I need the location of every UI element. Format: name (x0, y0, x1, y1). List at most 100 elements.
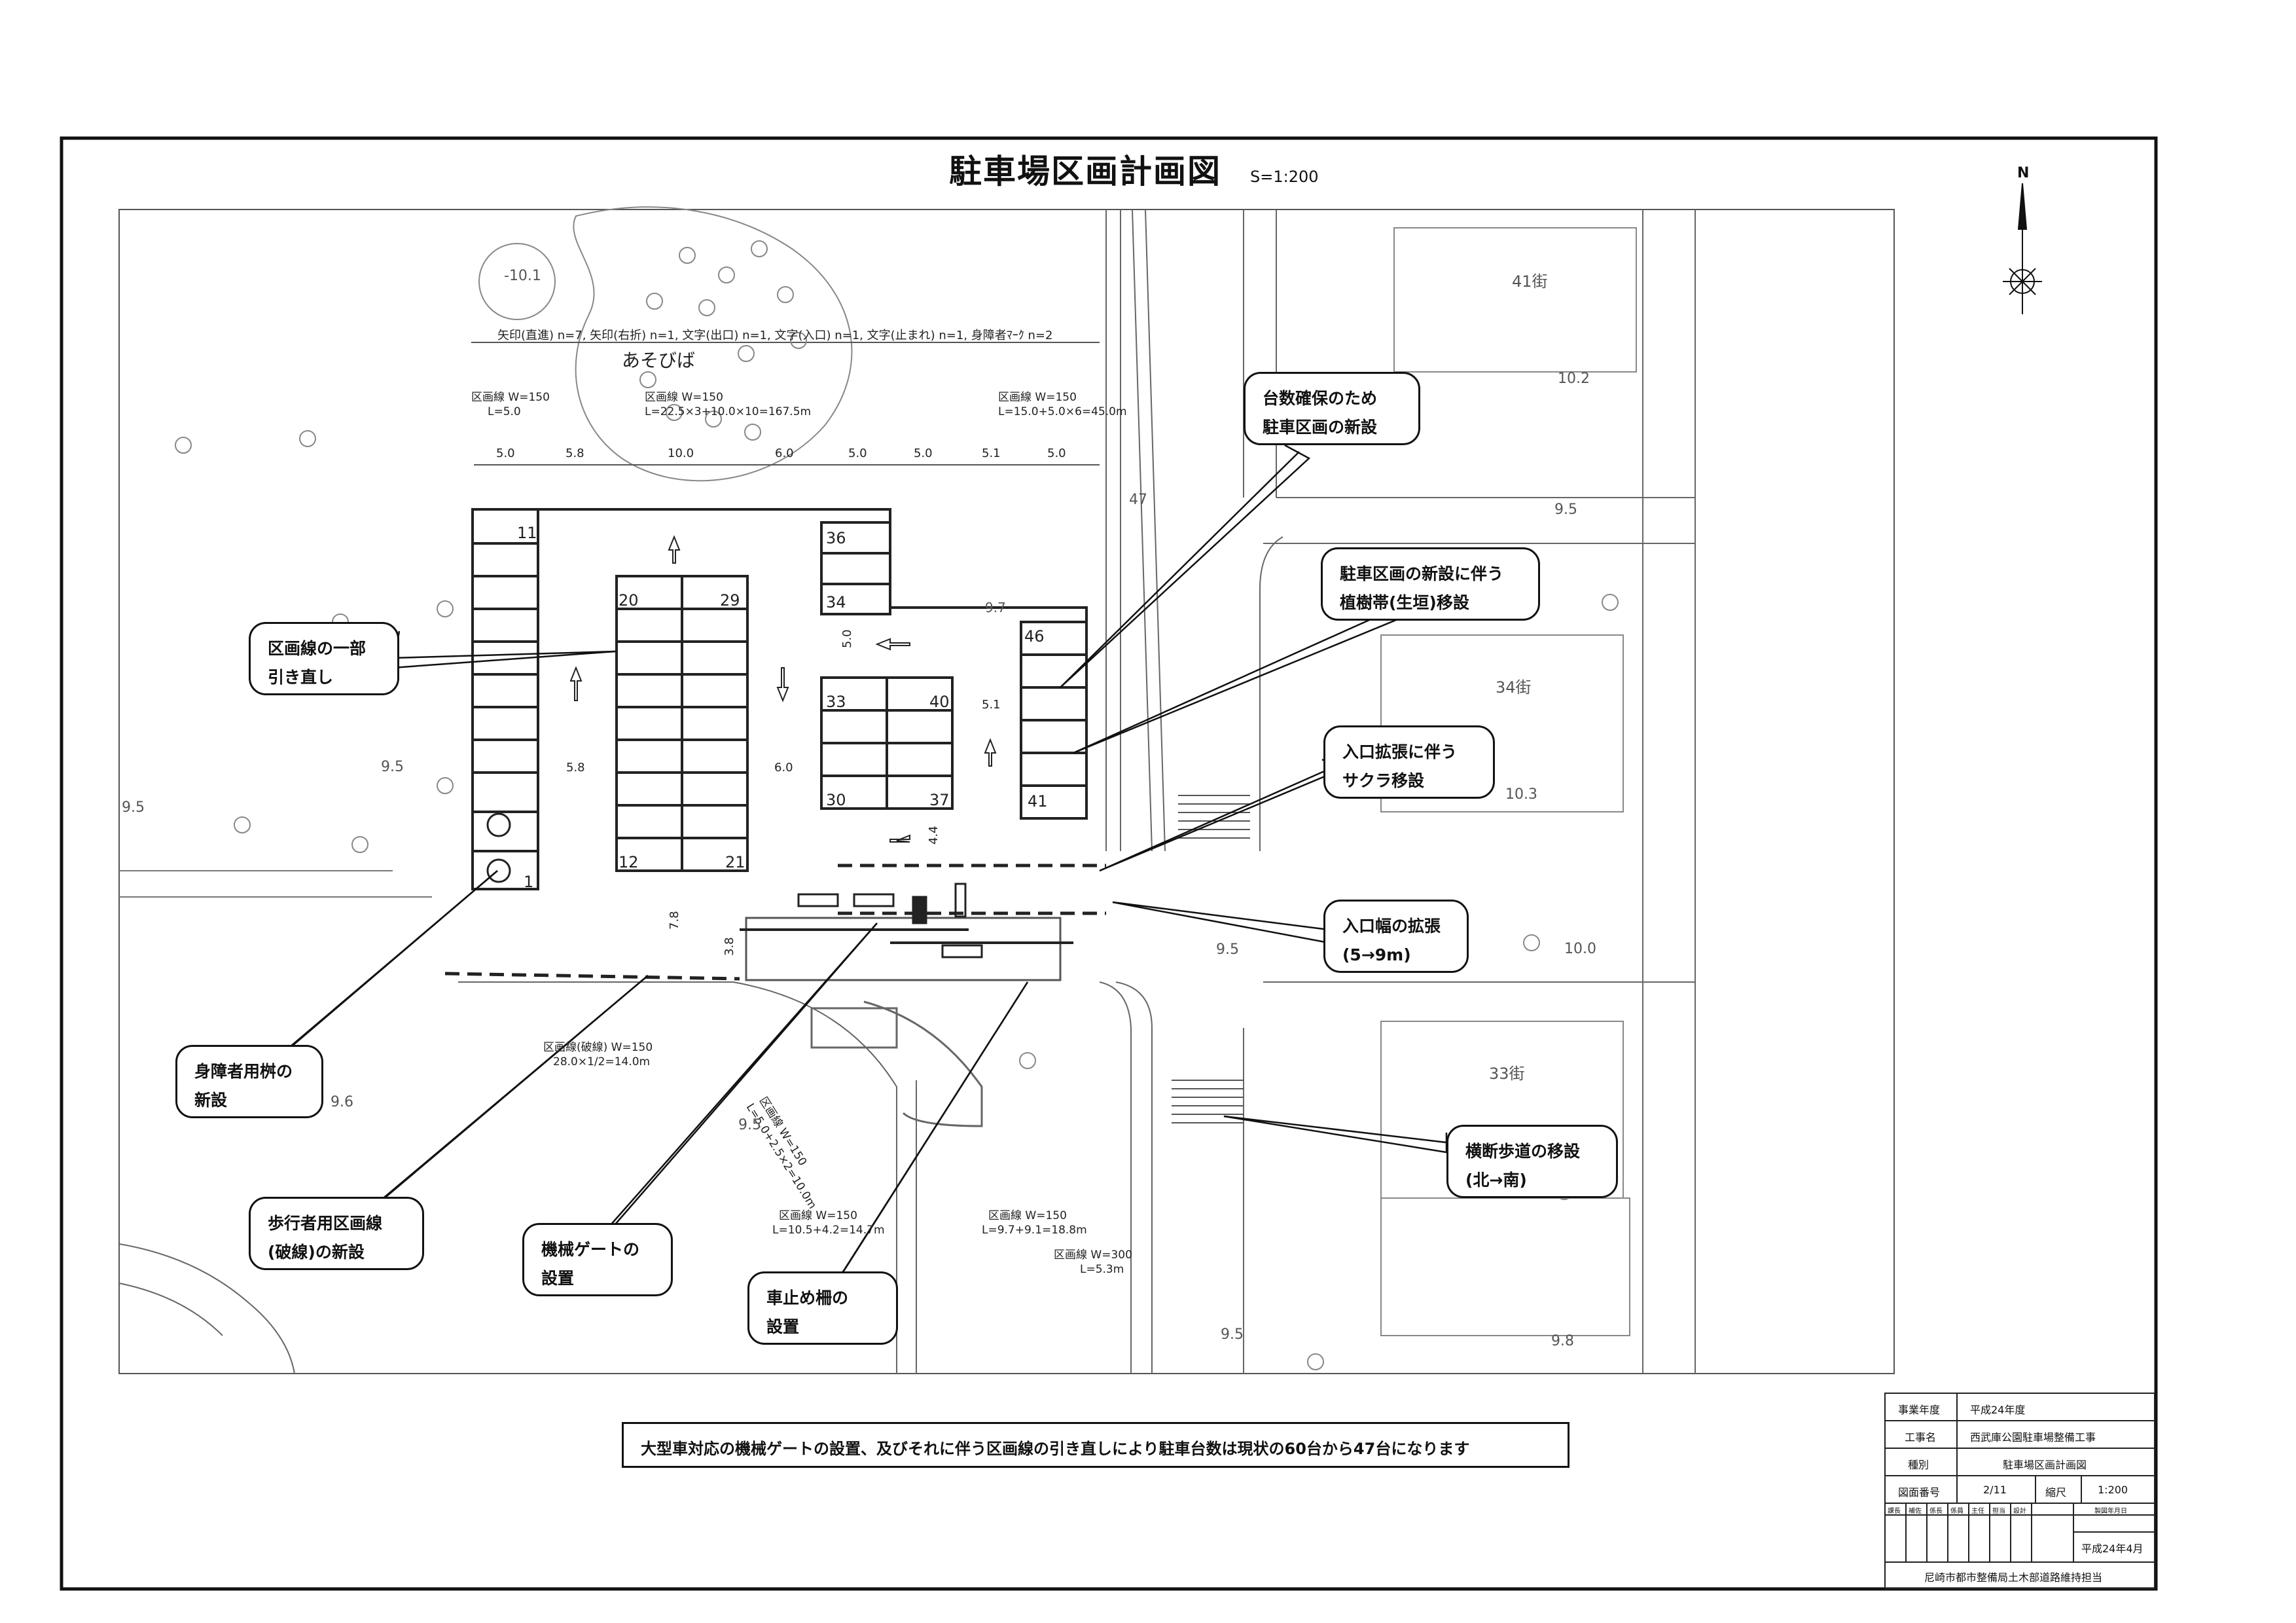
dim-5-0-v: 5.0 (840, 629, 854, 648)
tb-stamp-5: 主任 (1971, 1508, 1984, 1515)
stall-no-30: 30 (826, 791, 846, 809)
arrows-note: 矢印(直進) n=7, 矢印(右折) n=1, 文字(出口) n=1, 文字(入… (497, 329, 1052, 342)
stall-no-41: 41 (1028, 792, 1048, 811)
tb-stamp-3: 係長 (1929, 1508, 1943, 1515)
stall-no-46: 46 (1024, 627, 1045, 646)
stall-no-34: 34 (826, 593, 846, 611)
tb-stamp-2: 補佐 (1909, 1508, 1922, 1515)
tb-name-label: 工事名 (1905, 1431, 1937, 1444)
tb-year-label: 事業年度 (1898, 1404, 1941, 1416)
tb-stamp-7: 設計 (2013, 1508, 2026, 1515)
tb-type: 駐車場区画計画図 (2003, 1459, 2087, 1471)
stall-no-1: 1 (524, 873, 533, 891)
dim-5-0-a: 5.0 (496, 447, 515, 460)
lane-note-3b: L=15.0+5.0×6=45.0m (998, 405, 1127, 418)
dim-5-8-a: 5.8 (565, 447, 584, 460)
lane-note-5b: L=10.5+4.2=14.7m (772, 1224, 885, 1237)
lot-label-1: 41街 (1512, 272, 1548, 291)
tb-stamp-4: 係員 (1950, 1508, 1964, 1515)
lane-note-1a: 区画線 W=150 (471, 391, 550, 404)
callout-line: 植樹帯(生垣)移設 (1340, 593, 1469, 612)
dim-5-0-c: 5.0 (914, 447, 933, 460)
callout-gate-installation: 機械ゲートの 設置 (522, 1223, 673, 1296)
callout-crosswalk-relocation: 横断歩道の移設 (北→南) (1446, 1125, 1618, 1198)
callout-line: 引き直し (268, 668, 334, 687)
summary-note: 大型車対応の機械ゲートの設置、及びそれに伴う区画線の引き直しにより駐車台数は現状… (622, 1422, 1570, 1468)
sheet-border (60, 136, 2158, 1591)
callout-line: サクラ移設 (1342, 771, 1425, 790)
elev-11: 9.5 (1221, 1326, 1244, 1343)
lot-label-2: 34街 (1496, 678, 1532, 697)
lane-note-6b: L=9.7+9.1=18.8m (982, 1224, 1087, 1237)
lane-note-5a: 区画線 W=150 (779, 1209, 857, 1222)
north-arrow (2003, 183, 2042, 314)
elev-7: 10.0 (1564, 941, 1596, 957)
handicap-marks (486, 812, 511, 883)
callout-line: 横断歩道の移設 (1465, 1142, 1581, 1161)
callout-line: 設置 (541, 1269, 575, 1288)
stall-no-29: 29 (720, 591, 740, 610)
callout-line: 機械ゲートの (541, 1240, 640, 1259)
tb-stamp-1: 課長 (1888, 1508, 1901, 1515)
title-block-grid (1884, 1393, 2155, 1589)
elev-12: 9.8 (1551, 1333, 1574, 1349)
dim-5-1-a: 5.1 (982, 447, 1001, 460)
callout-line: 設置 (766, 1317, 800, 1336)
callout-leaders (261, 444, 1448, 1284)
tb-office: 尼崎市都市整備局土木部道路維持担当 (1924, 1571, 2103, 1584)
callout-line: 車止め柵の (766, 1288, 849, 1307)
elev-13: 9.7 (985, 600, 1006, 615)
tb-year: 平成24年度 (1970, 1404, 2026, 1416)
dim-7-8: 7.8 (668, 911, 681, 930)
dim-3-8: 3.8 (723, 937, 736, 956)
callout-line: 新設 (194, 1091, 228, 1110)
dim-5-0-b: 5.0 (848, 447, 867, 460)
callout-bollard-installation: 車止め柵の 設置 (747, 1271, 898, 1345)
tb-stamp-6: 担当 (1992, 1508, 2005, 1515)
callout-line: 入口拡張に伴う (1342, 742, 1458, 761)
lane-note-1b: L=5.0 (488, 405, 521, 418)
stall-no-20: 20 (619, 591, 639, 610)
playground-label: あそびば (622, 350, 695, 371)
stall-no-12: 12 (619, 853, 639, 871)
dim-5-8-b: 5.8 (566, 761, 585, 775)
dim-6-0-a: 6.0 (775, 447, 794, 460)
north-label: N (2017, 165, 2030, 181)
tb-scale: 1:200 (2098, 1484, 2128, 1496)
lot-label-3: 33街 (1489, 1065, 1525, 1083)
callout-line: (5→9m) (1342, 945, 1411, 964)
elev-4: 9.5 (381, 759, 404, 775)
pedestrian-dashed-lines (444, 864, 1106, 981)
callout-hedge-relocation: 駐車区画の新設に伴う 植樹帯(生垣)移設 (1321, 547, 1540, 621)
gate-area (740, 883, 1073, 1127)
lane-note-3a: 区画線 W=150 (998, 391, 1077, 404)
callout-pedestrian-lines: 歩行者用区画線 (破線)の新設 (249, 1197, 424, 1270)
dim-10-0: 10.0 (668, 447, 694, 460)
dim-5-0-d: 5.0 (1047, 447, 1066, 460)
lane-note-2a: 区画線 W=150 (645, 391, 723, 404)
tb-date: 平成24年4月 (2081, 1542, 2144, 1555)
drawing-title: 駐車場区画計画図 (949, 153, 1221, 191)
lane-note-7a: 区画線 W=300 (1054, 1249, 1132, 1262)
plan-viewport (118, 209, 1895, 1374)
elev-8: 9.5 (1216, 941, 1239, 958)
tb-scale-label: 縮尺 (2045, 1486, 2067, 1499)
stall-no-37: 37 (929, 791, 950, 809)
elev-2: 10.2 (1558, 371, 1590, 387)
callout-line: 身障者用桝の (194, 1062, 293, 1081)
callout-line: (破線)の新設 (268, 1243, 365, 1262)
callout-line: 入口幅の拡張 (1342, 917, 1441, 936)
dim-6-0-b: 6.0 (774, 761, 793, 775)
lane-note-7b: L=5.3m (1080, 1263, 1124, 1276)
dim-4-4: 4.4 (927, 826, 941, 845)
lane-note-4b: 28.0×1/2=14.0m (553, 1055, 650, 1068)
elev-1: -10.1 (504, 268, 541, 284)
lane-note-2b: L=22.5×3+10.0×10=167.5m (645, 405, 811, 418)
tb-num: 2/11 (1983, 1484, 2007, 1496)
callout-line: (北→南) (1465, 1171, 1527, 1190)
tb-name: 西武庫公園駐車場整備工事 (1970, 1431, 2096, 1444)
parking-layout (471, 508, 1088, 890)
callout-entrance-width: 入口幅の拡張 (5→9m) (1323, 900, 1469, 973)
callout-line: 駐車区画の新設 (1263, 418, 1378, 437)
